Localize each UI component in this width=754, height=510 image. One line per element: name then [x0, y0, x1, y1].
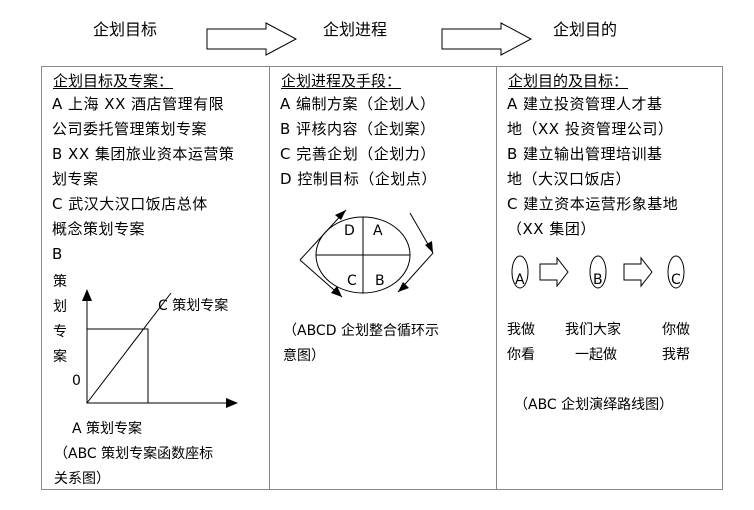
slogan-text: 你做	[662, 322, 690, 338]
column-title: 企划目的及目标：	[508, 72, 629, 90]
cycle-arrowhead	[398, 282, 409, 292]
cycle-arrowhead	[425, 241, 433, 253]
route-node-label: B	[593, 272, 603, 288]
plan-table: 企划目标及专案： A 上海 XX 酒店管理有限 公司委托管理策划专案 B XX …	[41, 66, 723, 490]
column-process: 企划进程及手段： A 编制方案（企划人） B 评核内容（企划案） C 完善企划（…	[269, 67, 496, 489]
caption-line: （ABC 策划专案函数座标	[54, 445, 213, 462]
caption-line: （ABC 企划演绎路线图）	[514, 396, 673, 413]
column-title: 企划目标及专案：	[53, 72, 174, 90]
x-axis-label: A 策划专案	[72, 420, 142, 437]
text-line: C 建立资本运营形象基地	[507, 195, 679, 213]
y-axis-arrowhead	[82, 289, 92, 301]
column-purpose: 企划目的及目标： A 建立投资管理人才基 地（XX 投资管理公司） B 建立输出…	[496, 67, 722, 489]
caption-line: 关系图）	[54, 471, 110, 487]
diagonal-line	[86, 292, 172, 404]
text-line: 划专案	[52, 170, 99, 188]
text-line: C 武汉大汉口饭店总体	[52, 195, 208, 213]
cycle-label: D	[344, 223, 355, 239]
origin-label: 0	[72, 373, 81, 389]
right-arrow-icon	[206, 22, 298, 56]
text-line: 地（大汉口饭店）	[507, 170, 632, 188]
right-arrow-icon	[441, 22, 533, 56]
stage-label-purpose: 企划目的	[553, 20, 618, 39]
cycle-arrowhead	[331, 286, 342, 297]
text-line: B XX 集团旅业资本运营策	[52, 145, 235, 163]
text-line: B 评核内容（企划案）	[280, 120, 436, 138]
route-node-label: C	[671, 272, 681, 288]
cycle-arrow	[299, 209, 347, 261]
line-label: C 策划专案	[158, 297, 228, 314]
column-goals: 企划目标及专案： A 上海 XX 酒店管理有限 公司委托管理策划专案 B XX …	[42, 67, 269, 489]
caption-line: （ABCD 企划整合循环示	[283, 322, 439, 339]
cycle-label: B	[375, 273, 385, 289]
text-line: A 建立投资管理人才基	[507, 95, 663, 113]
text-line: A 上海 XX 酒店管理有限	[52, 95, 225, 113]
y-axis-label-char: 划	[53, 299, 67, 315]
x-axis-arrowhead	[226, 398, 238, 408]
integration-cycle-diagram: D A C B （ABCD 企划整合循环示 意图）	[283, 209, 439, 364]
slogan-text: 我帮	[662, 347, 690, 363]
y-axis-label-char: 策	[53, 273, 67, 290]
slogan-text: 我做	[507, 322, 535, 338]
projection-box	[86, 328, 149, 404]
text-line: B	[52, 245, 63, 263]
caption-line: 意图）	[283, 347, 325, 364]
right-arrow-icon	[539, 256, 569, 288]
stage-label-process: 企划进程	[323, 20, 388, 39]
column-title: 企划进程及手段：	[281, 72, 402, 90]
text-line: 公司委托管理策划专案	[52, 120, 208, 138]
text-line: 概念策划专案	[52, 220, 146, 238]
function-coordinate-diagram: 策 划 专 案 C 策划专案 0 A 策划专案 （ABC 策划专案函数座标 关系…	[53, 273, 238, 487]
text-line: C 完善企划（企划力）	[280, 145, 436, 163]
cycle-label: A	[373, 223, 383, 239]
cycle-label: C	[347, 273, 357, 289]
route-node	[589, 255, 607, 289]
route-node	[667, 255, 685, 289]
y-axis-label-char: 专	[53, 324, 67, 340]
slogan-text: 你看	[507, 347, 535, 363]
slogan-text: 一起做	[575, 347, 617, 363]
right-arrow-icon	[623, 256, 653, 288]
slogan-text: 我们大家	[565, 321, 621, 338]
text-line: A 编制方案（企划人）	[280, 95, 436, 113]
text-line: 地（XX 投资管理公司）	[507, 120, 674, 138]
text-line: D 控制目标（企划点）	[280, 170, 437, 188]
text-line: （XX 集团）	[507, 220, 596, 238]
y-axis-label-char: 案	[53, 348, 67, 365]
route-node	[511, 255, 529, 289]
deduction-route-diagram: A B C 我做 我们大家 你做 你看 一起做 我帮 （ABC 企划演绎路线图）	[507, 255, 690, 413]
cycle-arrowhead	[335, 210, 346, 220]
text-line: B 建立输出管理培训基	[507, 145, 663, 163]
route-node-label: A	[515, 272, 525, 288]
stage-label-goal: 企划目标	[93, 20, 158, 39]
